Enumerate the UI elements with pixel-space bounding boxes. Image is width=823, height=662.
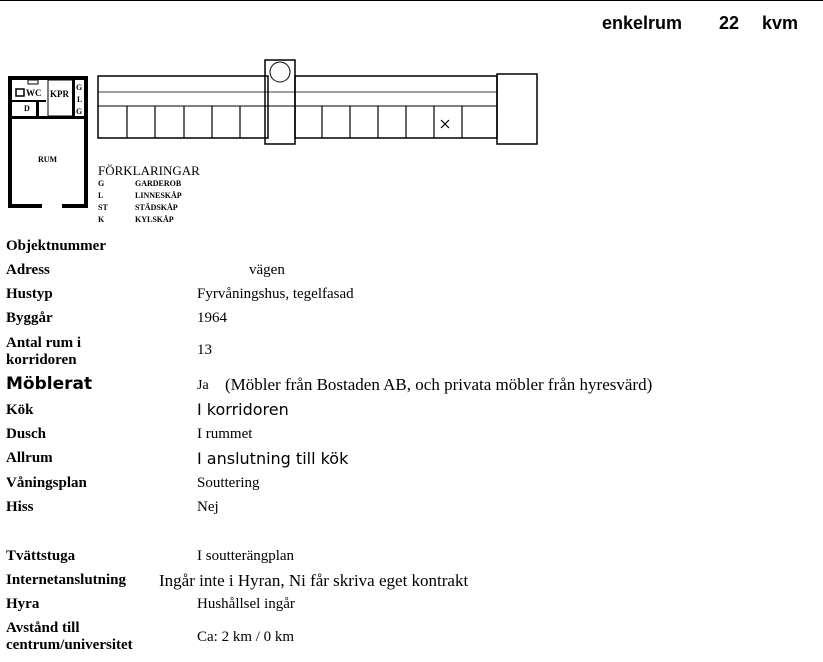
label-byggar: Byggår — [6, 310, 53, 326]
room-floor-plan: WC KPR D G L G RUM — [8, 76, 88, 208]
room-area: 22 — [719, 13, 740, 33]
label-dusch: Dusch — [6, 426, 47, 442]
value-moblerat: Ja — [197, 378, 209, 393]
value-avstand: Ca: 2 km / 0 km — [197, 629, 295, 645]
label-adress: Adress — [6, 262, 50, 278]
svg-text:WC: WC — [26, 88, 42, 98]
value-antal-rum: 13 — [197, 342, 212, 358]
label-avstand: Avstånd till centrum/universitet — [6, 620, 133, 653]
value-byggar: 1964 — [197, 310, 227, 326]
svg-text:L: L — [77, 95, 82, 104]
note-moblerat: (Möbler från Bostaden AB, och privata mö… — [225, 375, 653, 394]
top-border — [0, 0, 823, 1]
legend-title: FÖRKLARINGAR — [98, 163, 200, 178]
value-kok: I korridoren — [197, 400, 289, 419]
value-tvattstuga: I soutterängplan — [197, 548, 295, 564]
svg-text:G: G — [76, 83, 82, 92]
label-vaningsplan: Våningsplan — [6, 475, 87, 491]
svg-text:KPR: KPR — [50, 89, 69, 99]
value-internet: Ingår inte i Hyran, Ni får skriva eget k… — [159, 571, 469, 590]
corridor-floor-plan — [97, 59, 538, 145]
label-allrum: Allrum — [6, 450, 53, 466]
room-type: enkelrum — [602, 13, 683, 33]
label-moblerat: Möblerat — [6, 374, 93, 394]
svg-text:G: G — [76, 107, 82, 116]
label-internet: Internetanslutning — [6, 572, 127, 588]
label-kok: Kök — [6, 402, 34, 418]
label-antal-rum: Antal rum i korridoren — [6, 335, 81, 368]
value-vaningsplan: Souttering — [197, 475, 260, 491]
label-hiss: Hiss — [6, 499, 34, 515]
label-hyra: Hyra — [6, 596, 40, 612]
label-tvattstuga: Tvättstuga — [6, 548, 76, 564]
svg-text:RUM: RUM — [38, 155, 58, 164]
value-dusch: I rummet — [197, 426, 253, 442]
label-hustyp: Hustyp — [6, 286, 53, 302]
value-hustyp: Fyrvåningshus, tegelfasad — [197, 286, 354, 302]
svg-text:D: D — [24, 104, 30, 113]
value-hiss: Nej — [197, 499, 219, 515]
label-objektnummer: Objektnummer — [6, 238, 106, 254]
value-adress: vägen — [249, 262, 285, 278]
value-allrum: I anslutning till kök — [197, 449, 349, 468]
value-hyra: Hushållsel ingår — [197, 596, 295, 612]
area-unit: kvm — [762, 13, 799, 33]
